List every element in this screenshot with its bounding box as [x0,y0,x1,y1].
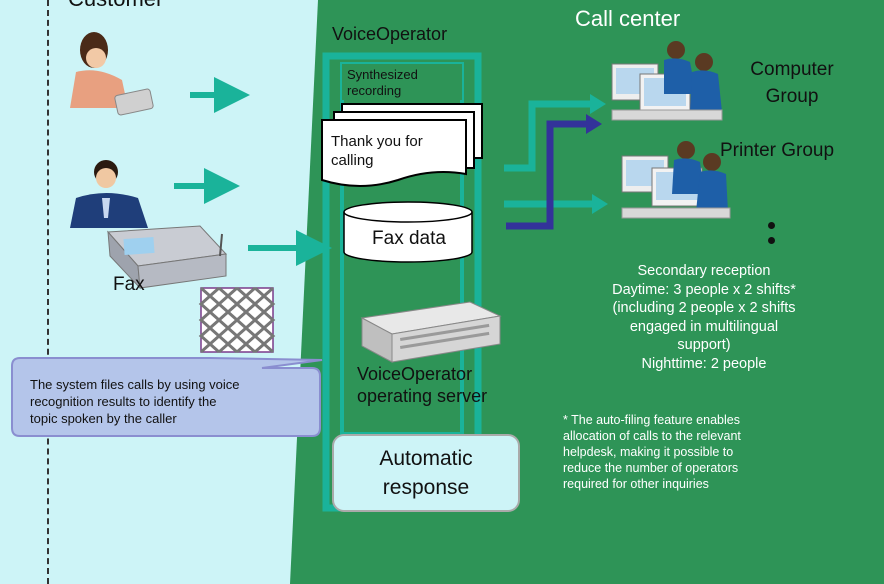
footnote-line5: required for other inquiries [563,477,709,491]
reception-line5: support) [677,337,731,353]
footnote-line4: reduce the number of operators [563,461,739,475]
ellipsis-dot [768,222,775,229]
thanks-line2: calling [331,152,374,169]
callout-text: The system files calls by using voice re… [30,376,330,427]
synth-label-bg [342,64,462,100]
callout-line3: topic spoken by the caller [30,411,177,426]
reception-line4: engaged in multilingual [629,318,779,335]
auto-line2: response [382,476,470,499]
printer-group-label: Printer Group [720,140,835,161]
fax-label: Fax [113,274,145,295]
ellipsis-dot [768,237,775,244]
call-center-title: Call center [575,6,681,31]
computer-group-label: Computer Group [722,56,862,110]
computer-group-operators-icon [611,41,723,121]
more-groups-ellipsis [768,222,778,252]
reception-line6: Nighttime: 2 people [641,355,767,372]
server-line1: VoiceOperator [357,364,473,384]
routing-arrows [504,94,608,230]
secondary-reception-text: Secondary reception Daytime: 3 people x … [584,262,824,373]
reception-line1: Secondary reception [637,263,771,279]
footnote-line1: * The auto-filing feature enables [563,413,740,427]
automatic-response-box: Automatic response [332,434,520,512]
synth-line2: recording [347,83,402,98]
reception-line3: (including 2 people x 2 shifts [612,300,796,316]
fax-paper-icon [198,286,276,354]
fax-machine-icon [106,225,228,290]
woman-on-phone-icon [70,32,154,116]
recording-pages-icon [321,103,483,187]
reception-line2: Daytime: 3 people x 2 shifts* [612,281,796,298]
synthesized-recording-label: Synthesized recording [347,67,457,99]
computer-group-line2: Group [765,86,819,107]
customer-arrows [174,77,332,266]
callout-line1: The system files calls by using voice [30,377,240,392]
auto-filing-footnote: * The auto-filing feature enables alloca… [563,412,773,492]
rack-server-icon [360,301,502,363]
thanks-line1: Thank you for [331,133,423,150]
callout-bubble [11,357,323,437]
customer-divider [47,0,49,584]
callout-line2: recognition results to identify the [30,394,217,409]
synth-line1: Synthesized [347,67,418,82]
man-on-phone-icon [70,160,148,228]
fax-data-label: Fax data [372,228,446,249]
footnote-line3: helpdesk, making it possible to [563,445,734,459]
fax-data-cylinder-icon [343,201,473,263]
server-line2: operating server [357,386,488,406]
recording-message: Thank you for calling [331,132,481,170]
auto-line1: Automatic [379,447,473,470]
customer-title: Customer [68,0,163,12]
server-label: VoiceOperator operating server [357,363,487,407]
printer-group-operators-icon [621,141,731,219]
computer-group-line1: Computer [750,59,834,80]
voiceoperator-title: VoiceOperator [332,24,448,44]
footnote-line2: allocation of calls to the relevant [563,429,741,443]
